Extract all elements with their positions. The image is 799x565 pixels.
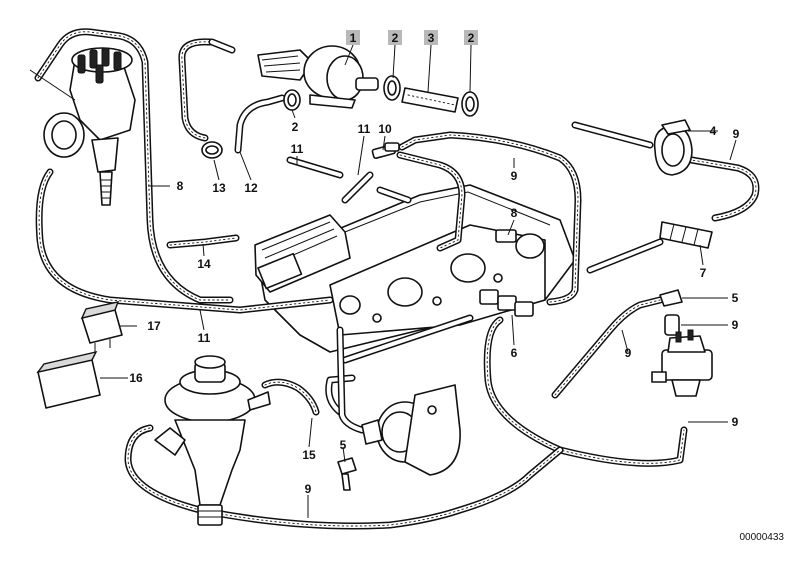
callout-2-highlight bbox=[388, 30, 402, 45]
diagram-reference-number: 00000433 bbox=[740, 532, 785, 543]
fitting-5-bottom bbox=[337, 457, 357, 491]
callout-3: 3 bbox=[428, 31, 435, 45]
pressure-switch bbox=[651, 329, 713, 397]
callout-14: 14 bbox=[197, 257, 211, 271]
callout-9-right-bottom: 9 bbox=[732, 415, 739, 429]
air-pump-valve bbox=[154, 355, 271, 526]
callout-9-right-mid: 9 bbox=[732, 318, 739, 332]
distributor bbox=[29, 47, 136, 206]
callout-2b: 2 bbox=[468, 31, 475, 45]
callout-labels: 1 2 3 2 4 9 2 11 10 11 9 13 12 8 8 7 14 … bbox=[129, 31, 739, 496]
callout-11-top: 11 bbox=[358, 122, 371, 136]
callout-4: 4 bbox=[710, 124, 717, 138]
callout-15: 15 bbox=[302, 448, 316, 462]
vacuum-hoses bbox=[34, 28, 760, 530]
callout-11-bottom: 11 bbox=[198, 331, 211, 345]
callout-5-bottom: 5 bbox=[340, 438, 347, 452]
callout-1-highlight bbox=[346, 30, 360, 45]
callout-10: 10 bbox=[378, 122, 392, 136]
callout-9-top-right: 9 bbox=[733, 127, 740, 141]
callout-6: 6 bbox=[511, 346, 518, 360]
callout-9-center: 9 bbox=[511, 169, 518, 183]
hose-holder-7 bbox=[659, 221, 713, 249]
callout-9-diagonal: 9 bbox=[625, 346, 632, 360]
t-pieces bbox=[371, 142, 534, 317]
intake-manifold bbox=[254, 184, 576, 353]
callout-2c: 2 bbox=[292, 120, 299, 134]
callout-7: 7 bbox=[700, 266, 707, 280]
callout-12: 12 bbox=[244, 181, 258, 195]
callout-8-left: 8 bbox=[177, 179, 184, 193]
callout-2: 2 bbox=[392, 31, 399, 45]
hose-clamps bbox=[201, 75, 479, 159]
callout-5-right: 5 bbox=[732, 291, 739, 305]
fitting-5-right bbox=[659, 289, 683, 336]
relay-16 bbox=[36, 350, 101, 409]
callout-16: 16 bbox=[129, 371, 143, 385]
callout-11-mid: 11 bbox=[291, 142, 304, 156]
callout-3-highlight bbox=[424, 30, 438, 45]
bracket-4 bbox=[653, 119, 693, 176]
vacuum-unit bbox=[361, 384, 461, 476]
leader-lines bbox=[100, 44, 737, 518]
vacuum-valve-1 bbox=[257, 45, 379, 109]
callout-8-center: 8 bbox=[511, 206, 518, 220]
callout-2b-highlight bbox=[464, 30, 478, 45]
hose-piece-3 bbox=[401, 87, 459, 113]
callout-13: 13 bbox=[212, 181, 226, 195]
relay-17 bbox=[80, 301, 123, 352]
callout-17: 17 bbox=[147, 319, 161, 333]
callout-1: 1 bbox=[350, 31, 357, 45]
callout-9-bottom: 9 bbox=[305, 482, 312, 496]
